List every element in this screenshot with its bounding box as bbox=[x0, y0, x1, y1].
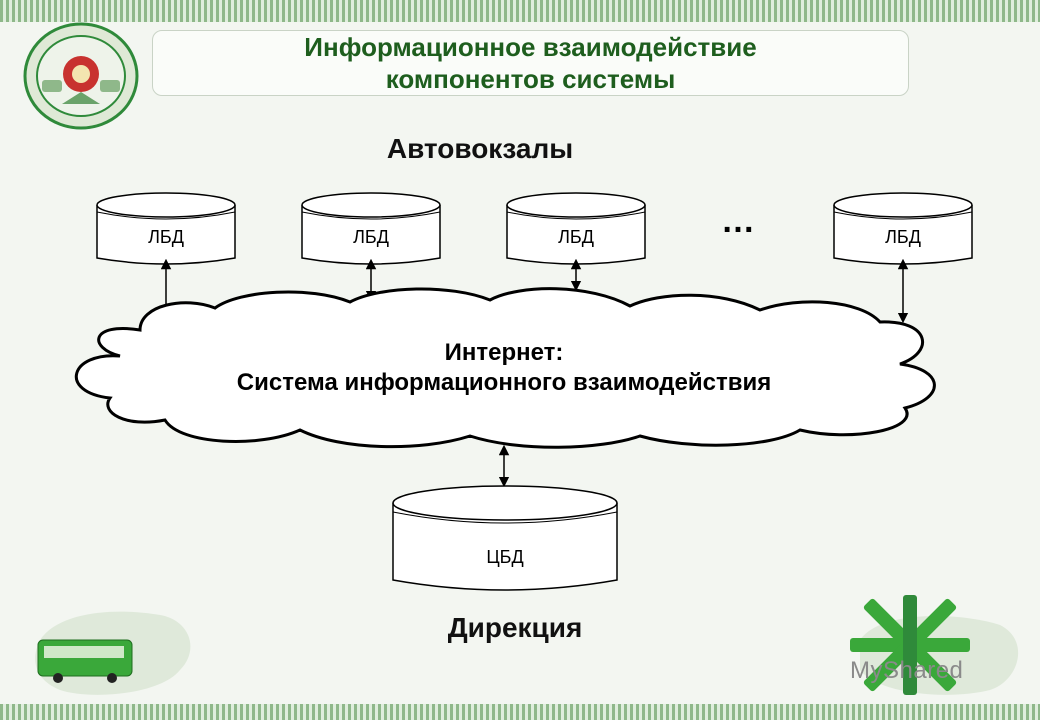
title-banner: Информационное взаимодействие компоненто… bbox=[152, 30, 909, 96]
lbd-label-2: ЛБД bbox=[353, 227, 389, 247]
lbd-cylinder-4: ЛБД bbox=[833, 192, 973, 265]
lbd-cylinder-1: ЛБД bbox=[96, 192, 236, 265]
top-stripe-decoration bbox=[0, 0, 1040, 22]
cloud-title: Интернет: bbox=[445, 339, 564, 366]
central-db-label: ЦБД bbox=[486, 547, 523, 567]
bus-map-decoration-left bbox=[35, 611, 191, 695]
lbd-cylinder-2: ЛБД bbox=[301, 192, 441, 265]
cloud-subtitle: Система информационного взаимодействия bbox=[237, 369, 771, 396]
internet-cloud bbox=[74, 287, 936, 449]
bus-star-decoration-right bbox=[850, 595, 1019, 695]
lbd-label-4: ЛБД bbox=[885, 227, 921, 247]
ellipsis: … bbox=[721, 202, 755, 240]
watermark-text: MyShared bbox=[850, 657, 964, 684]
title-line-2: компонентов системы bbox=[385, 64, 676, 94]
central-db-cylinder: ЦБД bbox=[392, 485, 618, 591]
emblem-logo bbox=[23, 22, 139, 130]
lbd-cylinder-3: ЛБД bbox=[506, 192, 646, 265]
lbd-label-1: ЛБД bbox=[148, 227, 184, 247]
title-line-1: Информационное взаимодействие bbox=[304, 32, 757, 62]
top-group-label: Автовокзалы bbox=[387, 133, 573, 164]
lbd-label-3: ЛБД bbox=[558, 227, 594, 247]
bottom-group-label: Дирекция bbox=[448, 612, 583, 643]
bottom-stripe-decoration bbox=[0, 704, 1040, 720]
